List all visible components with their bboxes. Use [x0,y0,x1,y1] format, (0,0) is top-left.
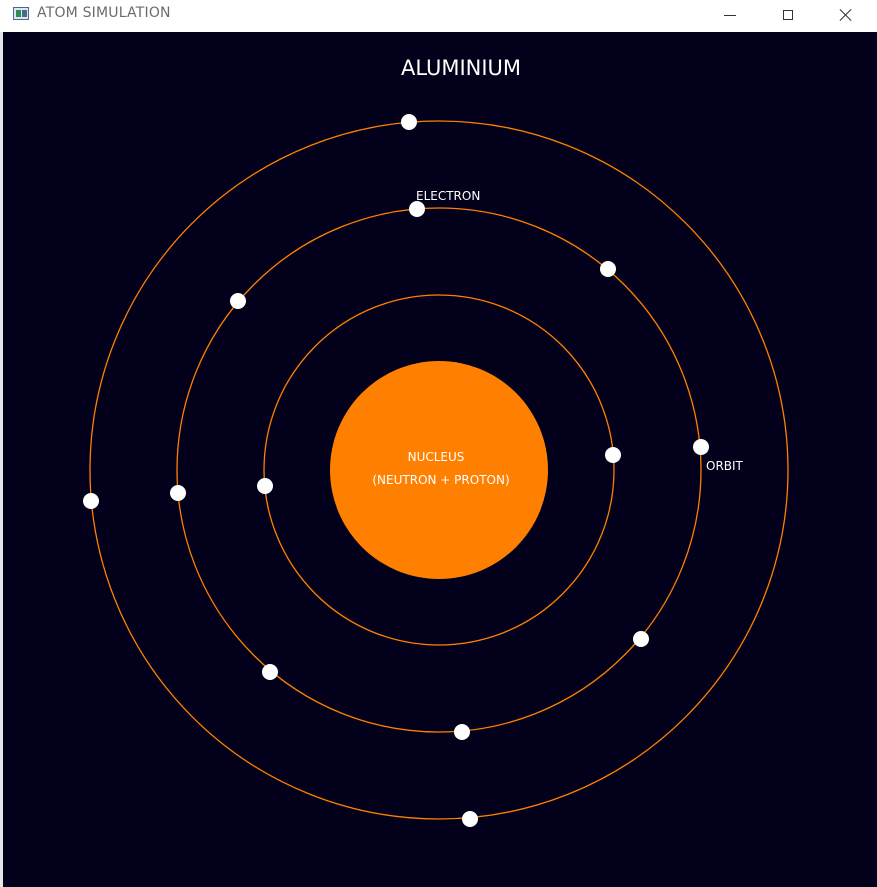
simulation-canvas: ALUMINIUM NUCLEUS (NEUTRON + PROTON) ELE… [3,32,877,887]
maximize-button[interactable] [759,0,817,30]
nucleus [330,361,548,579]
app-icon [13,7,29,20]
orbit-ring-2 [176,207,702,733]
electron [605,447,621,463]
atom-drawing: ALUMINIUM NUCLEUS (NEUTRON + PROTON) ELE… [83,56,789,827]
electron [262,664,278,680]
window-title: ATOM SIMULATION [37,5,171,21]
electron [83,493,99,509]
electron [462,811,478,827]
window-border [0,32,3,887]
electron [693,439,709,455]
maximize-icon [783,10,793,20]
electron [170,485,186,501]
electron [401,114,417,130]
title-bar: ATOM SIMULATION [0,0,877,32]
electron [230,293,246,309]
nucleus-label: NUCLEUS [408,450,465,464]
electron [257,478,273,494]
nucleus-sublabel: (NEUTRON + PROTON) [372,473,509,487]
close-button[interactable] [817,0,875,30]
electron [600,261,616,277]
minimize-icon [724,14,736,16]
electron [633,631,649,647]
electron [409,201,425,217]
electron-label: ELECTRON [416,189,480,203]
minimize-button[interactable] [701,0,759,30]
element-title: ALUMINIUM [401,56,521,80]
close-icon [839,8,853,22]
orbit-ring-3 [89,120,789,820]
orbit-label: ORBIT [706,459,744,473]
electron [454,724,470,740]
orbit-ring-1 [263,294,615,646]
